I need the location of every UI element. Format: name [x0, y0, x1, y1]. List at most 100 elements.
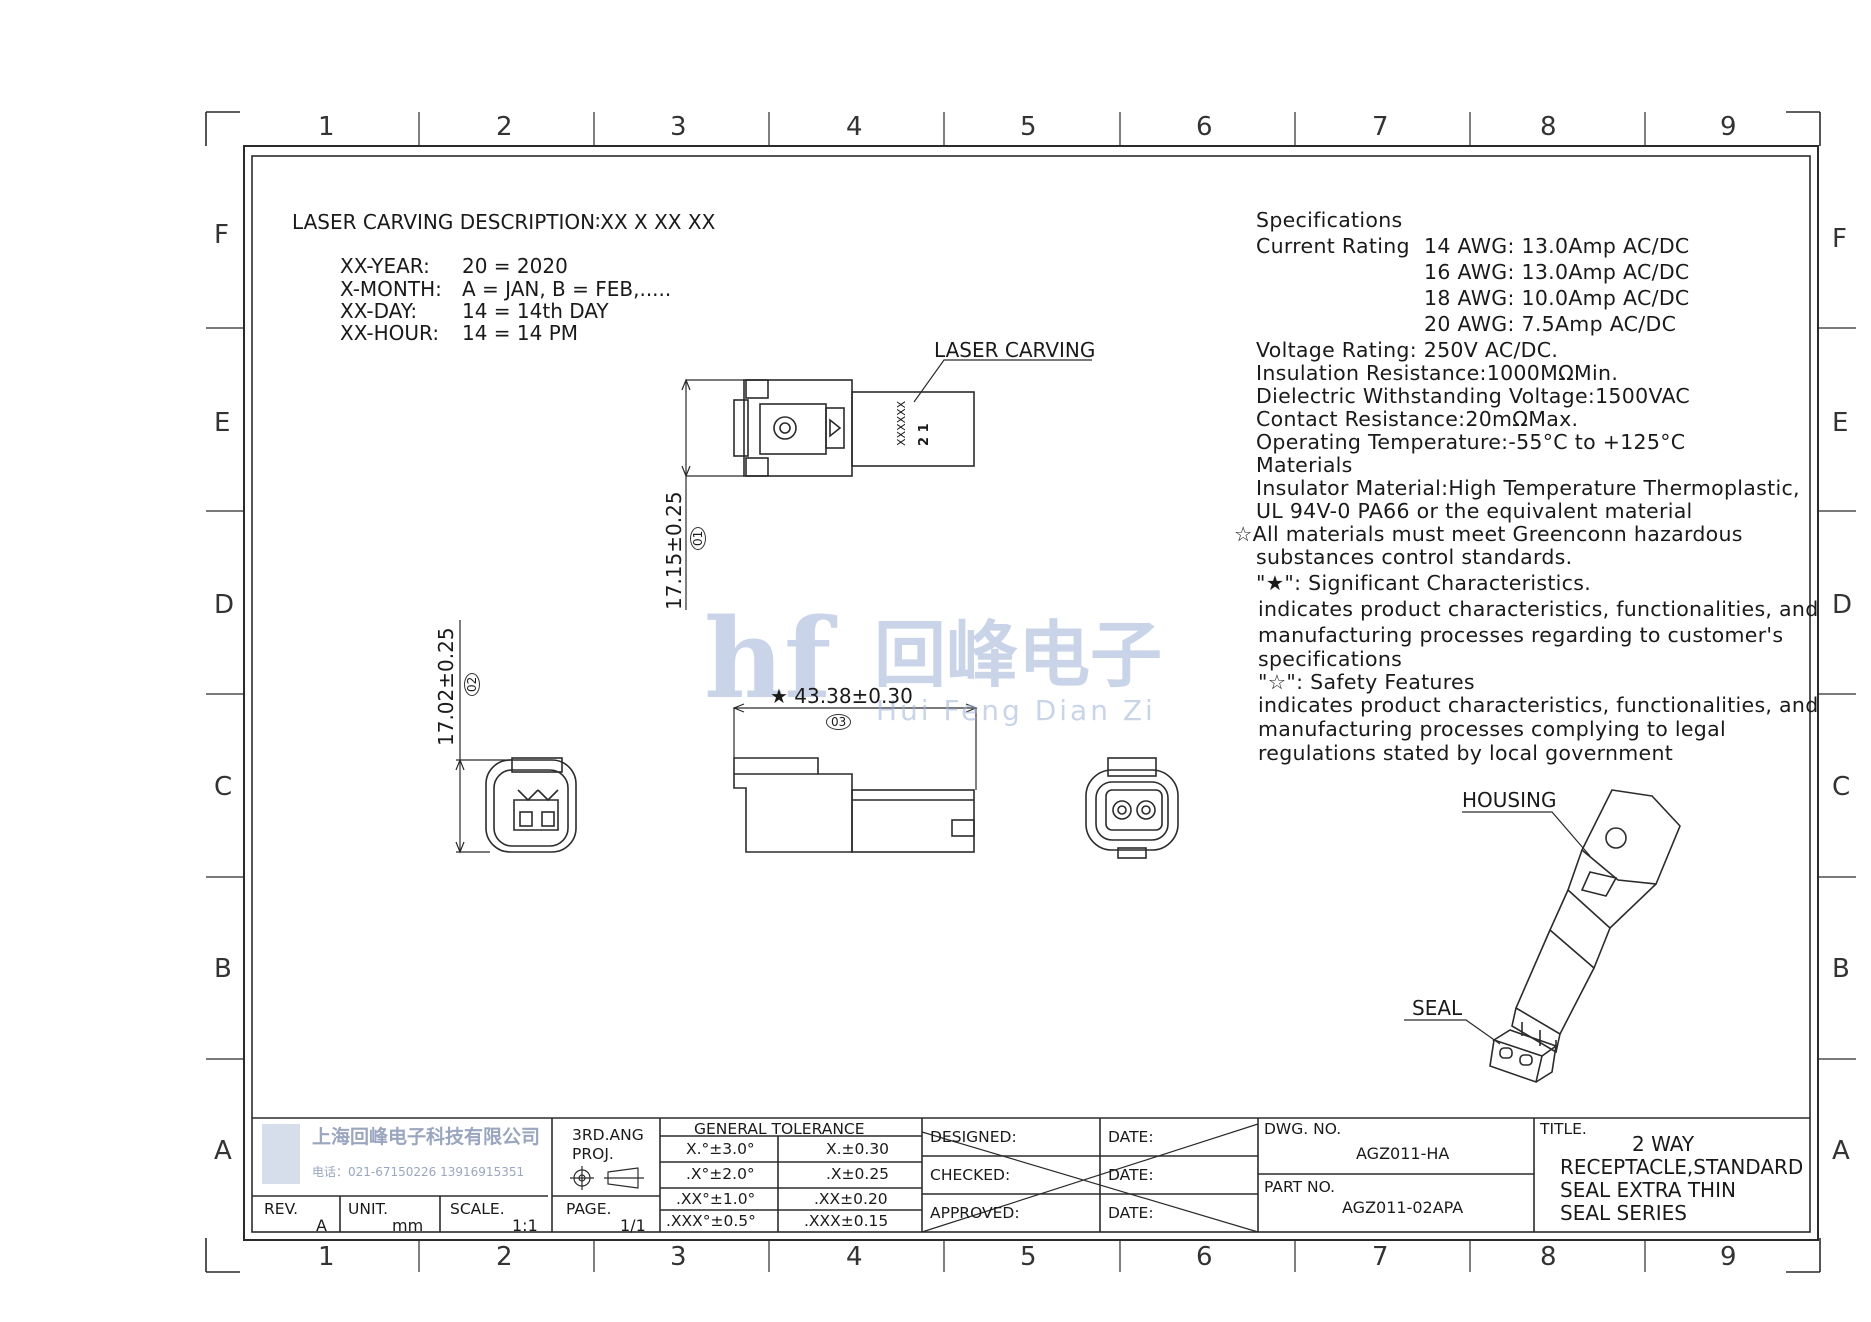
- page-value: 1/1: [620, 1216, 646, 1235]
- spec-line: "★": Significant Characteristics.: [1256, 571, 1592, 595]
- scale-label: SCALE.: [450, 1200, 505, 1218]
- laser-heading: LASER CARVING DESCRIPTION∶XX X XX XX: [292, 210, 716, 234]
- dimension-tag-02: 02: [464, 672, 480, 696]
- watermark-logo: hf: [704, 594, 832, 723]
- column-label: 1: [318, 1242, 335, 1272]
- approved-date-label: DATE:: [1108, 1204, 1154, 1222]
- spec-line: Materials: [1256, 453, 1353, 477]
- rev-value: A: [316, 1216, 327, 1235]
- spec-line: indicates product characteristics, funct…: [1258, 597, 1819, 621]
- row-label: D: [1832, 590, 1853, 620]
- row-label: A: [214, 1136, 232, 1166]
- tolerance-cell: X.°±3.0°: [686, 1140, 755, 1158]
- company-phone: 电话：021-67150226 13916915351: [312, 1165, 525, 1179]
- column-label: 7: [1372, 1242, 1389, 1272]
- spec-current-line: 18 AWG: 10.0Amp AC/DC: [1424, 286, 1690, 310]
- tolerance-cell: .X±0.25: [826, 1165, 890, 1183]
- dimension-tag-03: 03: [826, 714, 852, 730]
- housing-callout: HOUSING: [1462, 788, 1557, 812]
- column-label: 2: [496, 112, 513, 142]
- column-label: 7: [1372, 112, 1389, 142]
- row-label: C: [1832, 772, 1851, 802]
- laser-line-label: XX-DAY:: [340, 299, 418, 323]
- dimension-tag-01: 01: [690, 526, 706, 550]
- column-label: 4: [846, 112, 863, 142]
- spec-line: manufacturing processes complying to leg…: [1258, 717, 1726, 741]
- drawing-number: AGZ011-HA: [1356, 1144, 1450, 1163]
- dimension-height-top-view: 17.15±0.25: [662, 491, 686, 610]
- row-label: E: [214, 408, 231, 438]
- checked-label: CHECKED:: [930, 1166, 1011, 1184]
- spec-line: Operating Temperature:-55°C to +125°C: [1256, 430, 1686, 454]
- spec-current-line: 20 AWG: 7.5Amp AC/DC: [1424, 312, 1677, 336]
- spec-current-line: 14 AWG: 13.0Amp AC/DC: [1424, 234, 1690, 258]
- tolerance-title: GENERAL TOLERANCE: [694, 1120, 865, 1138]
- rev-label: REV.: [264, 1200, 299, 1218]
- dimension-height-end-view: 17.02±0.25: [434, 627, 458, 746]
- spec-line: Voltage Rating: 250V AC/DC.: [1256, 338, 1559, 362]
- company-logo: [262, 1124, 300, 1184]
- spec-line: Dielectric Withstanding Voltage:1500VAC: [1256, 384, 1691, 408]
- scale-value: 1:1: [512, 1216, 538, 1235]
- title-line: SEAL SERIES: [1560, 1201, 1687, 1225]
- spec-line: indicates product characteristics, funct…: [1258, 693, 1819, 717]
- part-marking-date: XXXXXX: [895, 400, 908, 446]
- left-end-view: [485, 757, 577, 853]
- unit-value: mm: [392, 1216, 424, 1235]
- column-label: 4: [846, 1242, 863, 1272]
- unit-label: UNIT.: [348, 1200, 389, 1218]
- tolerance-cell: .XXX±0.15: [804, 1212, 889, 1230]
- title-line: RECEPTACLE,STANDARD: [1560, 1155, 1804, 1179]
- drawing-number-label: DWG. NO.: [1264, 1120, 1342, 1138]
- laser-carving-callout: LASER CARVING: [934, 338, 1096, 362]
- tolerance-cell: .XX°±1.0°: [676, 1190, 756, 1208]
- row-label: E: [1832, 408, 1849, 438]
- spec-title: Specifications: [1256, 208, 1403, 232]
- column-label: 3: [670, 112, 687, 142]
- spec-current-line: 16 AWG: 13.0Amp AC/DC: [1424, 260, 1690, 284]
- approved-label: APPROVED:: [930, 1204, 1020, 1222]
- column-label: 8: [1540, 112, 1557, 142]
- spec-line: ☆All materials must meet Greenconn hazar…: [1234, 522, 1743, 546]
- part-number: AGZ011-02APA: [1342, 1198, 1464, 1217]
- dimension-length: ★ 43.38±0.30: [770, 684, 913, 708]
- column-label: 3: [670, 1242, 687, 1272]
- title-line: SEAL EXTRA THIN: [1560, 1178, 1736, 1202]
- designed-date-label: DATE:: [1108, 1128, 1154, 1146]
- watermark-chinese: 回峰电子: [874, 613, 1163, 697]
- designed-label: DESIGNED:: [930, 1128, 1017, 1146]
- spec-line: regulations stated by local government: [1258, 741, 1674, 765]
- part-marking-pins: 2 1: [917, 423, 932, 446]
- title-label: TITLE.: [1540, 1120, 1587, 1138]
- row-label: C: [214, 772, 233, 802]
- tolerance-cell: .XXX°±0.5°: [666, 1212, 756, 1230]
- column-label: 6: [1196, 1242, 1213, 1272]
- laser-line-value: A = JAN, B = FEB,.....: [462, 277, 672, 301]
- row-label: F: [214, 220, 229, 250]
- title-line: 2 WAY: [1632, 1132, 1695, 1156]
- spec-line: manufacturing processes regarding to cus…: [1258, 623, 1784, 647]
- laser-line-label: XX-HOUR:: [340, 321, 440, 345]
- column-label: 5: [1020, 1242, 1037, 1272]
- top-view-connector: [733, 359, 1092, 477]
- company-name: 上海回峰电子科技有限公司: [312, 1126, 541, 1148]
- title-block-lines: [252, 1117, 1810, 1233]
- row-label: F: [1832, 224, 1847, 254]
- laser-line-value: 20 = 2020: [462, 254, 568, 278]
- seal-callout: SEAL: [1412, 996, 1463, 1020]
- side-view-connector: [733, 757, 975, 853]
- column-label: 5: [1020, 112, 1037, 142]
- spec-line: Insulation Resistance:1000MΩMin.: [1256, 361, 1619, 385]
- laser-line-label: XX-YEAR:: [340, 254, 430, 278]
- page-label: PAGE.: [566, 1200, 612, 1218]
- row-label: B: [1832, 954, 1850, 984]
- spec-line: "☆": Safety Features: [1258, 670, 1475, 694]
- tolerance-cell: X.±0.30: [826, 1140, 890, 1158]
- laser-line-value: 14 = 14th DAY: [462, 299, 609, 323]
- column-label: 9: [1720, 112, 1737, 142]
- laser-line-value: 14 = 14 PM: [462, 321, 579, 345]
- part-number-label: PART NO.: [1264, 1178, 1336, 1196]
- projection-label-2: PROJ.: [572, 1145, 614, 1163]
- row-label: D: [214, 590, 235, 620]
